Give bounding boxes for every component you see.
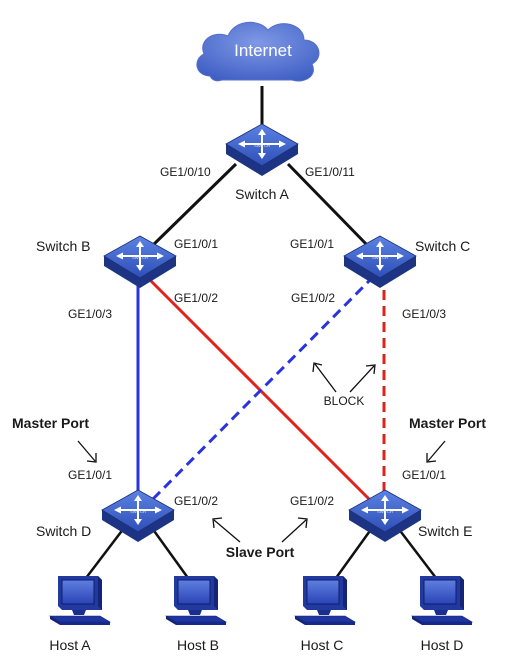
link-d-hostb bbox=[150, 527, 190, 579]
port-b-3: GE1/0/3 bbox=[68, 307, 112, 321]
port-e-2: GE1/0/2 bbox=[290, 494, 334, 508]
link-e-hostc bbox=[334, 527, 374, 579]
link-d-hosta bbox=[85, 527, 125, 579]
links bbox=[85, 86, 437, 579]
link-b-e bbox=[146, 276, 378, 508]
host-d-label: Host D bbox=[421, 637, 464, 653]
port-a-left: GE1/0/10 bbox=[160, 165, 211, 179]
port-c-3: GE1/0/3 bbox=[402, 307, 446, 321]
port-c-1: GE1/0/1 bbox=[290, 237, 334, 251]
port-e-1: GE1/0/1 bbox=[402, 468, 446, 482]
internet-label: Internet bbox=[234, 41, 292, 60]
switch-d-label: Switch D bbox=[36, 523, 91, 539]
switch-d-icon: SWITCH bbox=[101, 489, 175, 543]
port-c-2: GE1/0/2 bbox=[291, 291, 335, 305]
port-a-right: GE1/0/11 bbox=[305, 165, 355, 179]
switch-a-icon: SWITCH bbox=[225, 123, 299, 177]
link-a-b bbox=[148, 162, 238, 250]
switch-a-badge: SWITCH bbox=[254, 143, 270, 148]
host-b-label: Host B bbox=[177, 637, 219, 653]
slave-port-label: Slave Port bbox=[226, 544, 295, 560]
host-d-icon bbox=[411, 575, 473, 626]
switch-d-badge: SWITCH bbox=[130, 509, 146, 514]
switch-c-label: Switch C bbox=[415, 238, 470, 254]
switch-b-label: Switch B bbox=[36, 238, 90, 254]
switch-a-label: Switch A bbox=[235, 186, 289, 202]
link-e-hostd bbox=[397, 527, 437, 579]
link-c-d bbox=[144, 274, 376, 508]
host-a-icon bbox=[49, 575, 111, 626]
switch-b-icon: SWITCH bbox=[103, 235, 177, 289]
link-a-c bbox=[286, 162, 372, 250]
internet-cloud: Internet bbox=[196, 21, 320, 82]
master-port-left-label: Master Port bbox=[12, 415, 89, 431]
port-d-2: GE1/0/2 bbox=[174, 494, 218, 508]
switch-c-badge: SWITCH bbox=[372, 255, 388, 260]
switch-e-badge: SWITCH bbox=[377, 509, 393, 514]
host-a-label: Host A bbox=[49, 637, 91, 653]
host-b-icon bbox=[165, 575, 227, 626]
switch-e-icon: SWITCH bbox=[348, 489, 422, 543]
port-b-1: GE1/0/1 bbox=[174, 237, 218, 251]
port-d-1: GE1/0/1 bbox=[68, 468, 112, 482]
switch-c-icon: SWITCH bbox=[343, 235, 417, 289]
annotation-arrows bbox=[77, 362, 446, 543]
host-c-icon bbox=[294, 575, 356, 626]
host-c-label: Host C bbox=[301, 637, 344, 653]
master-port-right-label: Master Port bbox=[409, 415, 486, 431]
block-label: BLOCK bbox=[324, 394, 365, 408]
port-b-2: GE1/0/2 bbox=[174, 291, 218, 305]
switch-e-label: Switch E bbox=[418, 523, 472, 539]
switch-b-badge: SWITCH bbox=[132, 255, 148, 260]
